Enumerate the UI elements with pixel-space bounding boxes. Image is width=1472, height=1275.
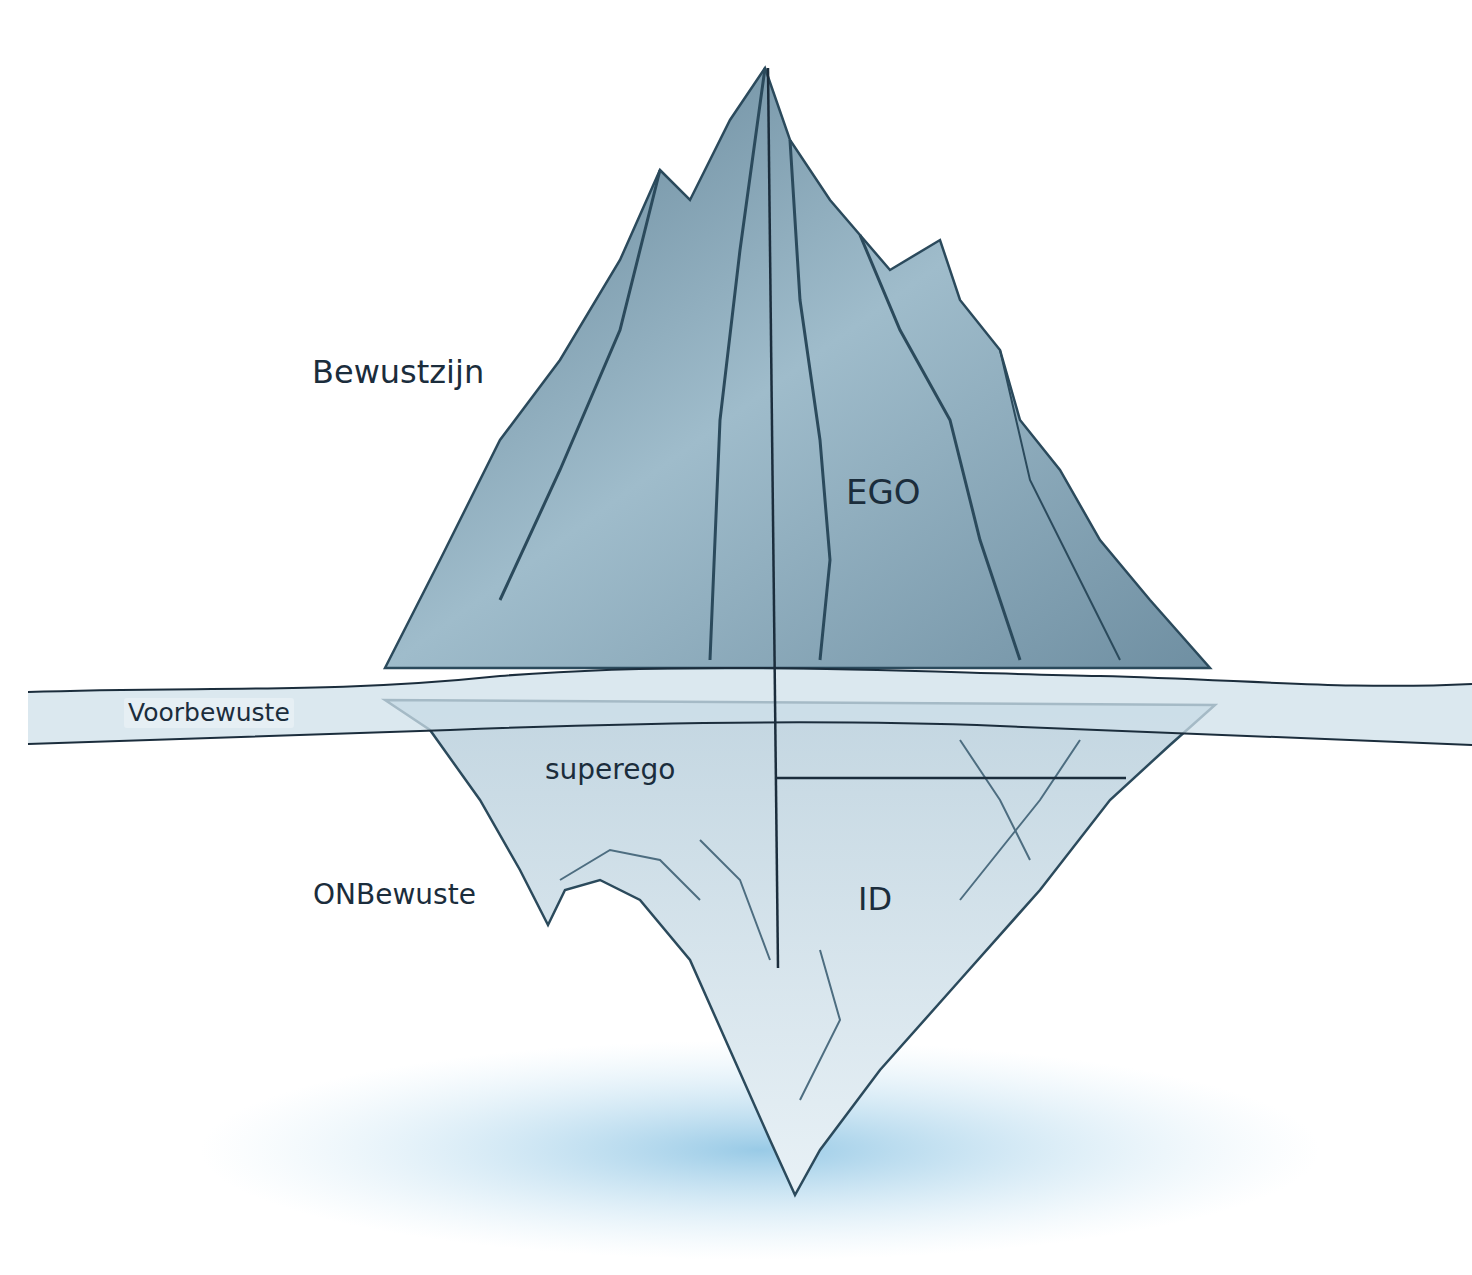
- structure-label: EGO: [846, 474, 921, 511]
- ridge: [710, 68, 765, 660]
- underwater-ridge: [960, 740, 1080, 900]
- underwater-ridge: [560, 850, 700, 900]
- level-label: Voorbewuste: [124, 698, 294, 728]
- ridge: [790, 140, 830, 660]
- ridge: [1000, 350, 1120, 660]
- water-band: [28, 668, 1472, 745]
- structure-label: superego: [545, 755, 675, 786]
- ridge: [500, 170, 660, 600]
- underwater-ridge: [960, 740, 1030, 860]
- waterline: [28, 668, 1472, 692]
- divider-line: [776, 777, 1126, 780]
- ridge: [860, 235, 1020, 660]
- iceberg-top: [385, 68, 1210, 668]
- level-label: Bewustzijn: [312, 355, 484, 390]
- structure-label: ID: [858, 882, 892, 917]
- divider-line: [768, 68, 778, 968]
- iceberg-underwater: [385, 700, 1215, 1195]
- level-label: ONBewuste: [313, 880, 476, 911]
- underwater-ridge: [700, 840, 770, 960]
- underwater-ridge: [800, 950, 840, 1100]
